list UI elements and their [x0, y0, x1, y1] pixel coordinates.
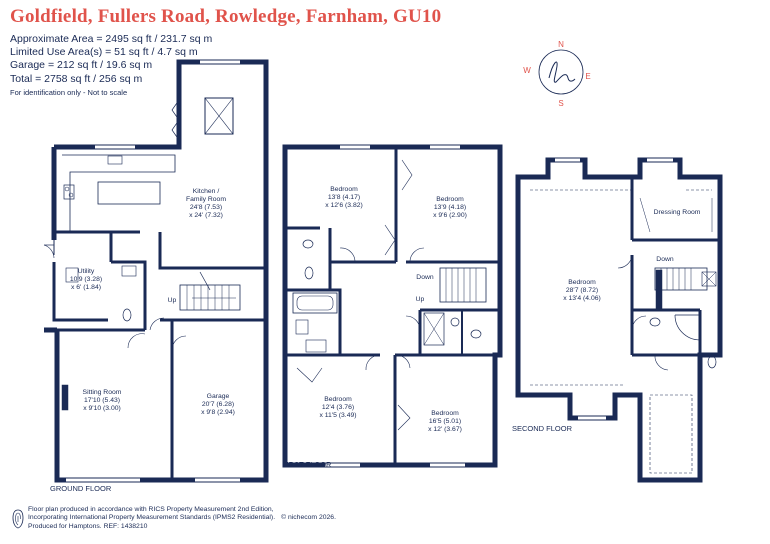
sitting-room-dim-2: x 9'10 (3.00)	[83, 405, 121, 412]
first-bedroom-4-dim-1: 16'5 (5.01)	[429, 418, 461, 425]
dressing-room-name: Dressing Room	[654, 209, 701, 216]
first-up-label: Up	[416, 296, 425, 303]
first-bedroom-1-name: Bedroom	[330, 186, 358, 193]
ground-floor-label: GROUND FLOOR	[50, 484, 112, 493]
utility-name: Utility	[78, 268, 95, 275]
utility-dim-1: 10'9 (3.28)	[70, 276, 102, 283]
first-bedroom-2-dim-1: 13'9 (4.18)	[434, 204, 466, 211]
first-bedroom-3-dim-1: 12'4 (3.76)	[322, 404, 354, 411]
first-bedroom-4-dim-2: x 12' (3.67)	[428, 426, 462, 433]
first-bedroom-4-name: Bedroom	[431, 410, 459, 417]
second-bedroom-dim-2: x 13'4 (4.06)	[563, 295, 601, 302]
first-floor-plan	[282, 144, 503, 468]
kitchen-name: Kitchen /	[193, 188, 220, 195]
utility-dim-2: x 6' (1.84)	[71, 284, 101, 291]
identification-note: For identification only - Not to scale	[10, 88, 128, 97]
first-bedroom-3-name: Bedroom	[324, 396, 352, 403]
second-down-label: Down	[656, 256, 674, 263]
footer-copyright: © nichecom 2026.	[281, 514, 336, 522]
sitting-room-name: Sitting Room	[83, 389, 122, 396]
kitchen-name-2: Family Room	[186, 196, 226, 203]
area-garage: Garage = 212 sq ft / 19.6 sq m	[10, 59, 153, 72]
first-bedroom-1-dim-2: x 12'6 (3.82)	[325, 202, 363, 209]
kitchen-dim-2: x 24' (7.32)	[189, 212, 223, 219]
garage-name: Garage	[207, 393, 230, 400]
second-bedroom-dim-1: 28'7 (8.72)	[566, 287, 598, 294]
compass-e: E	[585, 72, 590, 81]
garage-dim-2: x 9'8 (2.94)	[201, 409, 235, 416]
footer-line-2: Incorporating International Property Mea…	[28, 514, 336, 522]
compass: N S E W	[523, 40, 590, 108]
kitchen-dim-1: 24'8 (7.53)	[190, 204, 222, 211]
fingerprint-icon	[12, 509, 24, 529]
footer: Floor plan produced in accordance with R…	[28, 506, 336, 531]
compass-s: S	[558, 99, 563, 108]
footer-line-1: Floor plan produced in accordance with R…	[28, 506, 274, 513]
compass-w: W	[523, 66, 531, 75]
second-floor-label: SECOND FLOOR	[512, 424, 573, 433]
area-approximate: Approximate Area = 2495 sq ft / 231.7 sq…	[10, 33, 213, 45]
compass-n: N	[558, 40, 564, 49]
footer-ref: REF: 1438210	[103, 522, 148, 530]
area-limited-use: Limited Use Area(s) = 51 sq ft / 4.7 sq …	[10, 46, 198, 59]
footer-produced-for: Produced for Hamptons.	[28, 522, 102, 530]
page-title: Goldfield, Fullers Road, Rowledge, Farnh…	[10, 6, 442, 27]
first-down-label: Down	[416, 274, 434, 281]
first-bedroom-3-dim-2: x 11'5 (3.49)	[319, 412, 356, 419]
first-floor-label: FIRST FLOOR	[282, 460, 332, 469]
area-total: Total = 2758 sq ft / 256 sq m	[10, 72, 143, 85]
sitting-room-dim-1: 17'10 (5.43)	[84, 397, 120, 404]
area-summary: Approximate Area = 2495 sq ft / 231.7 sq…	[10, 33, 212, 86]
footer-line-3: Produced for Hamptons. REF: 1438210	[28, 523, 336, 531]
second-bedroom-name: Bedroom	[568, 279, 596, 286]
garage-dim-1: 20'7 (6.28)	[202, 401, 234, 408]
footer-line-2-text: Incorporating International Property Mea…	[28, 514, 276, 522]
first-bedroom-2-name: Bedroom	[436, 196, 464, 203]
ground-floor-plan	[43, 59, 269, 483]
first-bedroom-2-dim-2: x 9'6 (2.90)	[433, 212, 467, 219]
ground-up-label: Up	[168, 297, 177, 304]
second-floor-plan	[515, 157, 723, 483]
first-bedroom-1-dim-1: 13'8 (4.17)	[328, 194, 360, 201]
